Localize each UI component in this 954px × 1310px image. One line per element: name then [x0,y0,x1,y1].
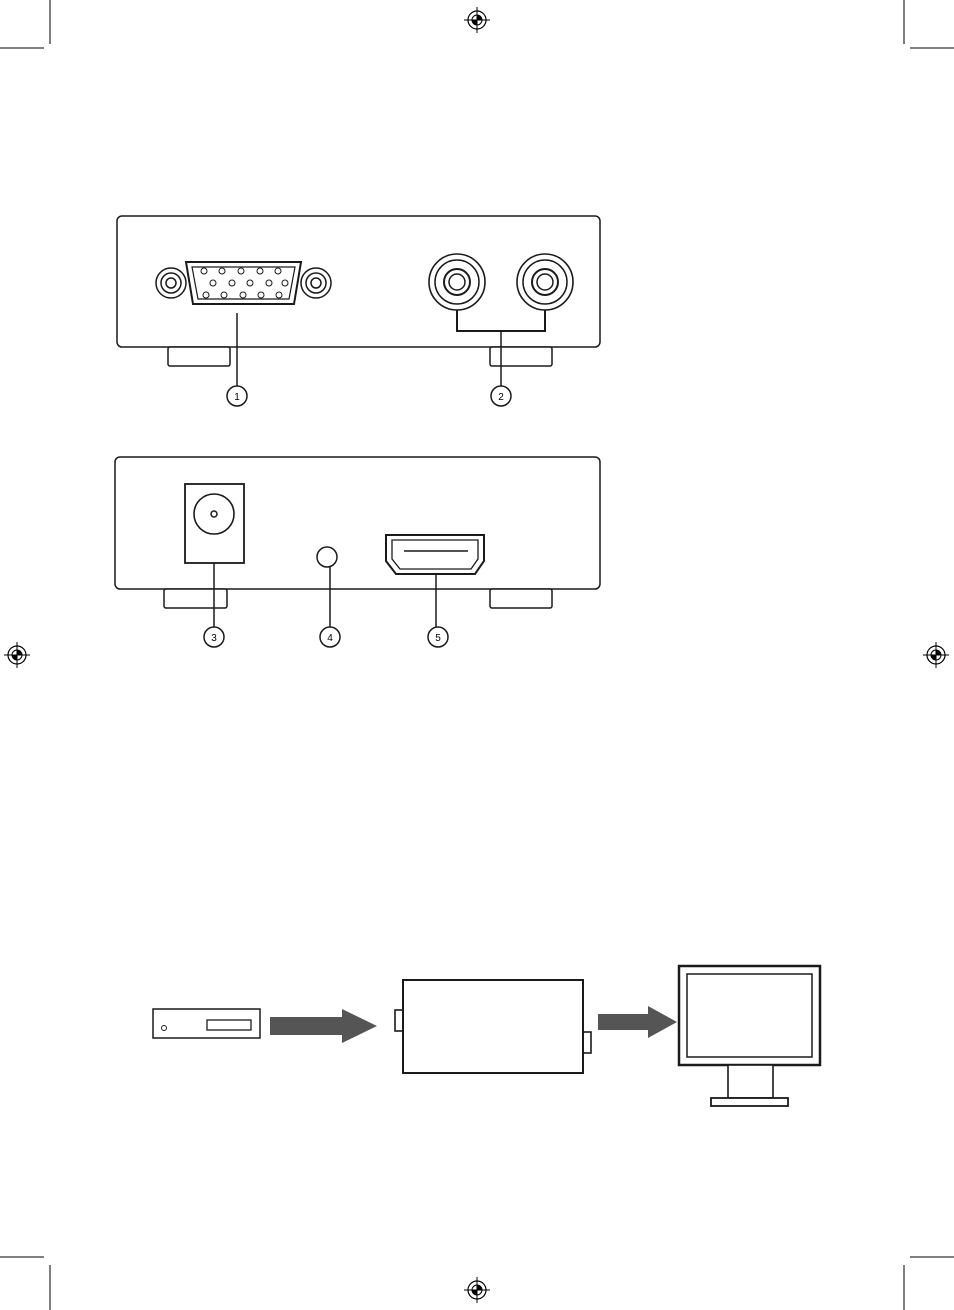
registration-mark-left [4,642,30,668]
callout-4: 4 [320,627,340,647]
callout-5: 5 [428,627,448,647]
front-panel-foot-left [168,347,230,366]
callout-3: 3 [204,627,224,647]
front-panel [117,216,600,386]
registration-mark-bottom [464,1277,490,1303]
callout-2: 2 [491,386,511,406]
callout-1: 1 [227,386,247,406]
callout-1-number: 1 [234,392,240,403]
front-panel-foot-right [490,347,552,366]
callout-2-number: 2 [498,392,504,403]
connection-diagram [153,966,820,1106]
registration-mark-top [464,7,490,33]
callout-3-number: 3 [211,633,217,644]
arrow-source-to-converter-icon [270,1009,377,1043]
rear-panel-body [115,457,600,589]
rear-panel-foot-left [164,589,227,608]
source-player-icon [153,1009,260,1038]
registration-mark-right [923,642,949,668]
callout-5-number: 5 [435,633,441,644]
converter-box-icon [395,980,591,1073]
callout-4-number: 4 [327,633,333,644]
rear-panel [115,457,600,627]
rear-panel-foot-right [490,589,552,608]
monitor-icon [679,966,820,1106]
arrow-converter-to-monitor-icon [598,1006,677,1038]
